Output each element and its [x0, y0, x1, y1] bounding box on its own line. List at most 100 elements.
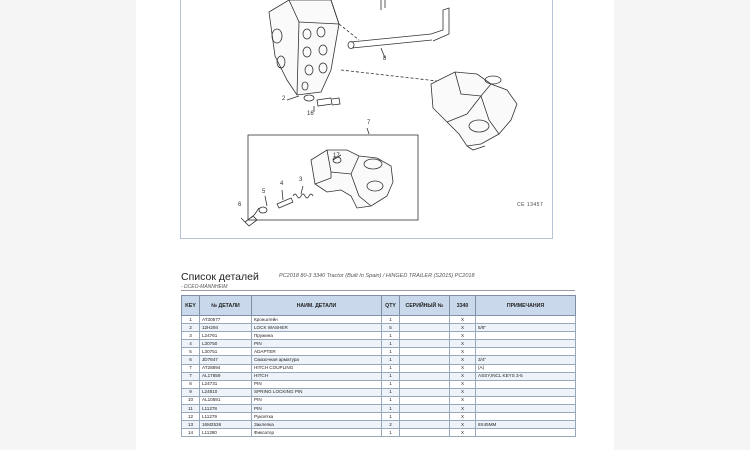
cell-key: 9: [181, 387, 200, 397]
cell-model: X: [449, 404, 476, 414]
table-header-row: KEY № ДЕТАЛИ НАИМ. ДЕТАЛИ QTY СЕРИЙНЫЙ №…: [181, 295, 576, 316]
cell-model: X: [449, 355, 476, 365]
cell-qty: 1: [381, 363, 400, 373]
callout-16: 16: [307, 111, 314, 117]
callout-6: 6: [238, 202, 242, 208]
callout-3: 3: [299, 177, 303, 183]
cell-notes: 5/8": [475, 323, 576, 333]
cell-part-name: LOCK WASHER: [251, 323, 382, 333]
cell-key: 13: [181, 420, 200, 430]
cell-serial: [399, 314, 450, 325]
cell-qty: 1: [381, 412, 400, 422]
cell-part-number: 16M2536: [199, 420, 252, 430]
cell-qty: 5: [381, 323, 400, 333]
drawing-code: CE 13457: [517, 202, 544, 208]
cell-model: X: [449, 395, 476, 406]
cell-qty: 1: [381, 387, 400, 397]
cell-part-name: PIN: [251, 404, 382, 414]
cell-model: X: [449, 412, 476, 422]
callout-8: 8: [383, 56, 387, 62]
cell-qty: 1: [381, 404, 400, 414]
parts-list-origin: - DCEO-MANNHEIM: [181, 284, 228, 290]
cell-qty: 1: [381, 395, 400, 406]
cell-key: 1: [181, 314, 200, 325]
header-notes: ПРИМЕЧАНИЯ: [475, 295, 576, 316]
cell-key: 7: [181, 363, 200, 373]
cell-serial: [399, 395, 450, 406]
cell-part-number: L30750: [199, 339, 252, 349]
cell-key: 12: [181, 412, 200, 422]
cell-notes: [475, 412, 576, 422]
cell-serial: [399, 347, 450, 357]
header-qty: QTY: [381, 295, 400, 316]
cell-model: X: [449, 347, 476, 357]
callout-4: 4: [280, 181, 284, 187]
cell-serial: [399, 363, 450, 373]
cell-part-number: L30751: [199, 347, 252, 357]
cell-model: X: [449, 387, 476, 397]
cell-qty: 1: [381, 355, 400, 365]
document-page: 2 16 8 7 17 5 4 3 6 CE 13457 Список дета…: [136, 0, 614, 450]
cell-serial: [399, 404, 450, 414]
cell-key: 5: [181, 347, 200, 357]
cell-part-number: L11279: [199, 412, 252, 422]
cell-part-number: L24731: [199, 379, 252, 389]
cell-part-number: AT28894: [199, 363, 252, 373]
cell-part-name: ADAPTER: [251, 347, 382, 357]
cell-part-number: L11278: [199, 404, 252, 414]
header-part-name: НАИМ. ДЕТАЛИ: [251, 295, 382, 316]
cell-part-name: HITCH: [251, 371, 382, 381]
cell-part-number: L24810: [199, 387, 252, 397]
cell-part-name: SPRING LOCKING PIN: [251, 387, 382, 397]
cell-notes: ASSY,INCL KEYS 3-5: [475, 371, 576, 381]
cell-model: X: [449, 363, 476, 373]
cell-notes: [475, 339, 576, 349]
cell-model: X: [449, 420, 476, 430]
cell-model: X: [449, 339, 476, 349]
cell-part-name: PIN: [251, 379, 382, 389]
cell-part-name: Пружина: [251, 331, 382, 341]
callout-2: 2: [282, 96, 286, 102]
cell-serial: [399, 420, 450, 430]
cell-serial: [399, 355, 450, 365]
cell-part-name: PIN: [251, 339, 382, 349]
cell-serial: [399, 387, 450, 397]
cell-part-number: L11280: [199, 428, 252, 438]
cell-model: X: [449, 379, 476, 389]
cell-model: X: [449, 331, 476, 341]
cell-part-name: Рукоятка: [251, 412, 382, 422]
cell-model: X: [449, 371, 476, 381]
cell-notes: [475, 314, 576, 325]
cell-serial: [399, 428, 450, 438]
callout-17: 17: [333, 153, 340, 159]
cell-notes: [475, 395, 576, 406]
cell-part-number: AT30577: [199, 314, 252, 325]
hitch-assembly-illustration: [240, 0, 518, 227]
cell-part-name: HITCH COUPLING: [251, 363, 382, 373]
callout-7: 7: [367, 120, 371, 126]
parts-list-title: Список деталей: [181, 271, 259, 283]
cell-qty: 1: [381, 371, 400, 381]
cell-qty: 1: [381, 347, 400, 357]
cell-notes: [475, 347, 576, 357]
header-key: KEY: [181, 295, 200, 316]
cell-key: 8: [181, 379, 200, 389]
title-divider: [181, 290, 575, 291]
cell-serial: [399, 412, 450, 422]
cell-part-number: AL10591: [199, 395, 252, 406]
cell-notes: [475, 428, 576, 438]
cell-qty: 1: [381, 339, 400, 349]
cell-key: 6: [181, 355, 200, 365]
cell-serial: [399, 323, 450, 333]
cell-key: 3: [181, 331, 200, 341]
